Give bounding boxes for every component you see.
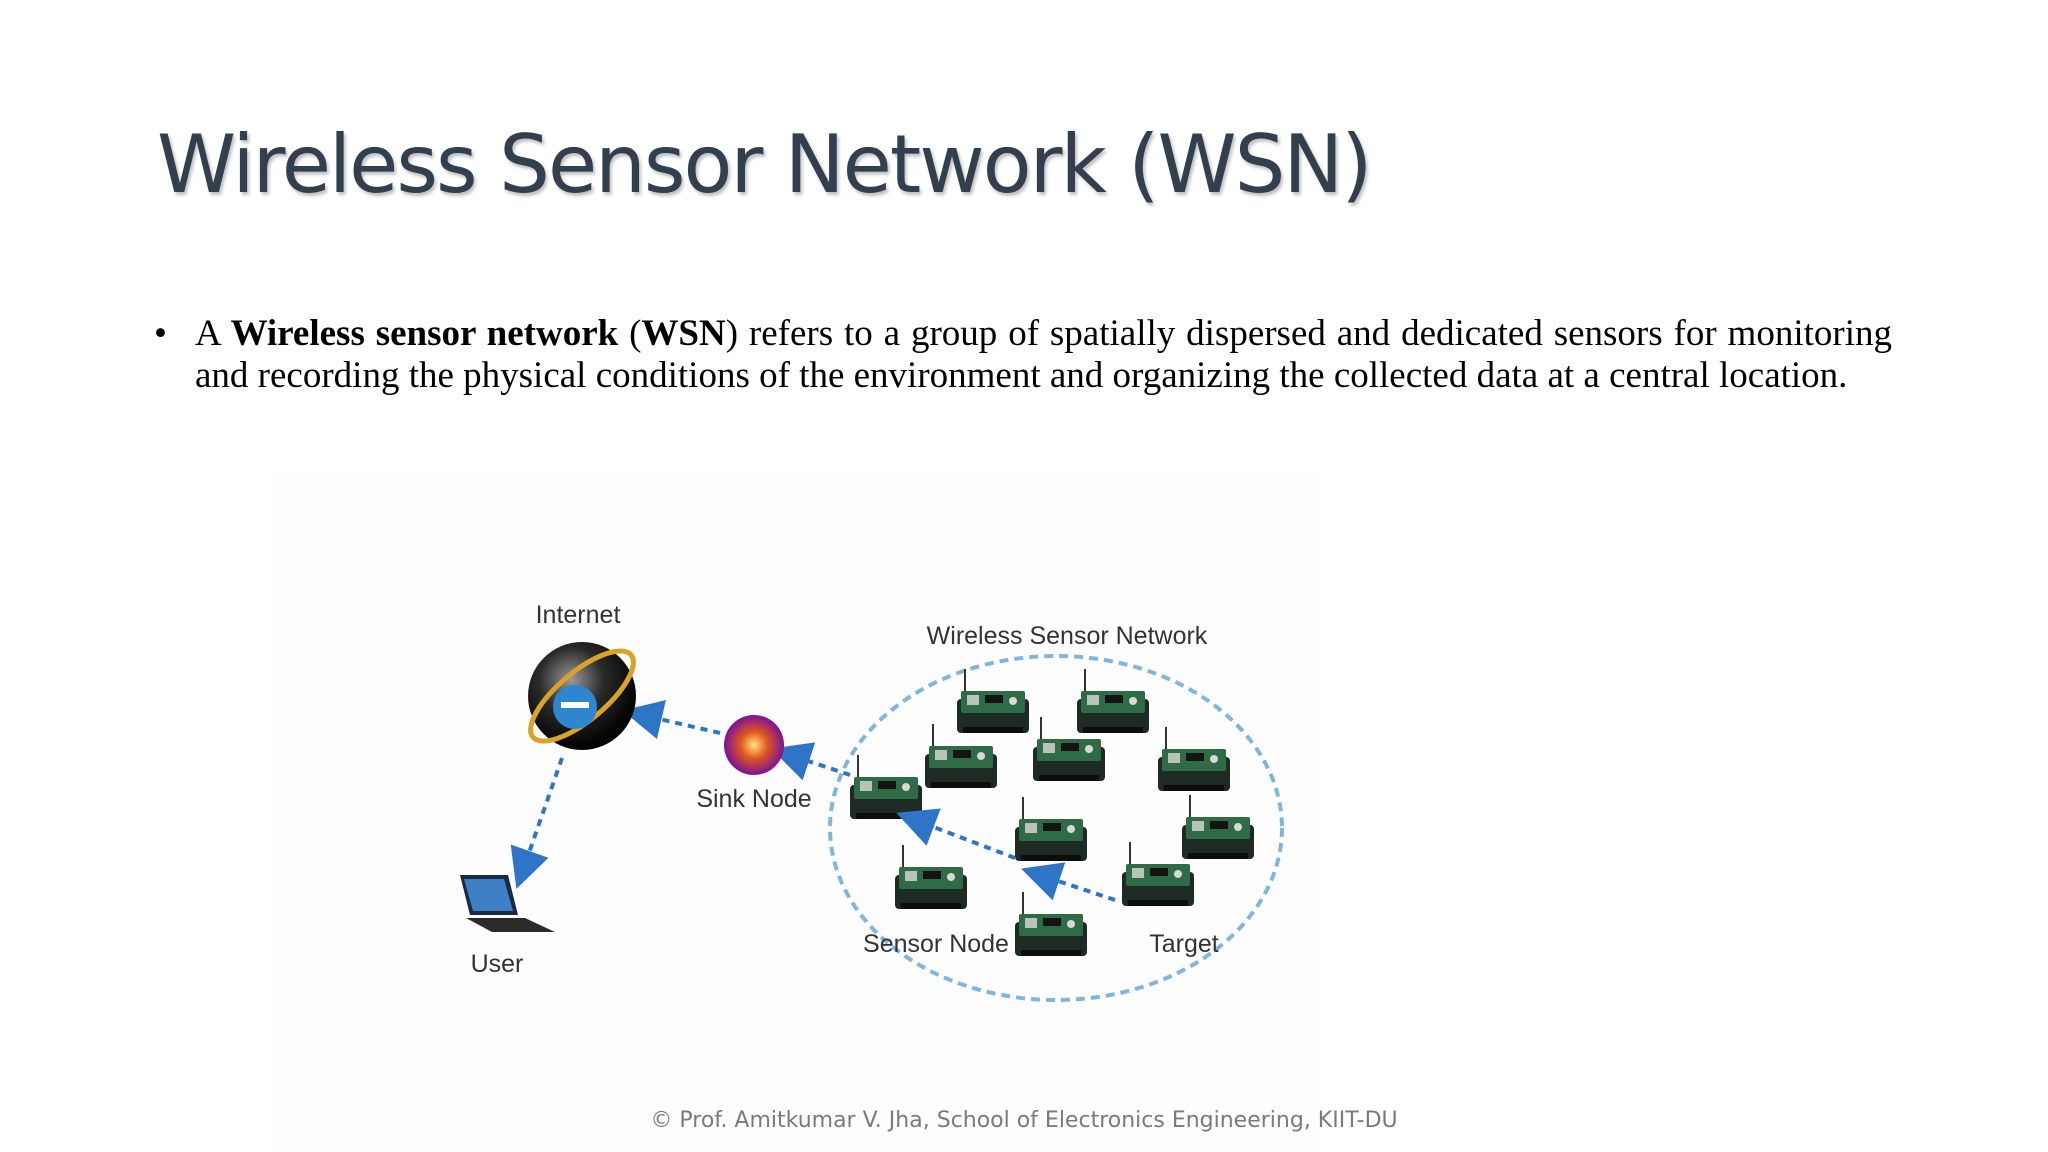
slide-title: Wireless Sensor Network (WSN) <box>157 118 1372 211</box>
data-flow-arrows <box>510 700 1116 902</box>
arrow-target-to-sensor <box>1021 862 1116 902</box>
label-wsn: Wireless Sensor Network <box>927 622 1208 650</box>
sensor-node <box>1076 668 1150 734</box>
sensor-node <box>1181 794 1255 860</box>
bullet-term: Wireless sensor network <box>230 313 619 354</box>
internet-globe-icon <box>528 642 636 750</box>
sensor-node <box>924 723 998 789</box>
sensor-node <box>894 844 968 910</box>
bullet-marker: • <box>154 313 167 354</box>
wsn-diagram-svg: Internet Sink Node User Wireless Sensor … <box>460 601 1284 1002</box>
sensor-node <box>849 754 923 820</box>
bullet-text: A Wireless sensor network (WSN) refers t… <box>195 313 1892 397</box>
sensor-node <box>1157 726 1231 792</box>
bullet-rest: ) refers to a group of spatially dispers… <box>195 313 1892 396</box>
arrow-cluster-to-sink <box>771 742 851 781</box>
arrow-sensor-to-cluster <box>896 808 1016 860</box>
arrow-internet-to-user <box>510 757 564 889</box>
bullet-lead: A <box>195 313 231 354</box>
sensor-node <box>956 668 1030 734</box>
label-internet: Internet <box>536 601 621 629</box>
label-target: Target <box>1149 930 1219 958</box>
user-laptop-icon <box>460 875 555 932</box>
sink-node-icon <box>724 715 784 775</box>
bullet-abbr: WSN <box>641 313 726 354</box>
arrow-sink-to-internet <box>622 700 721 739</box>
wsn-boundary <box>828 654 1284 1002</box>
sensor-node <box>1014 891 1088 957</box>
wsn-diagram: Internet Sink Node User Wireless Sensor … <box>270 470 1320 1150</box>
sensor-node <box>1014 796 1088 862</box>
label-user: User <box>471 950 524 978</box>
bullet-paragraph: • A Wireless sensor network (WSN) refers… <box>154 313 1892 397</box>
label-sink-node: Sink Node <box>696 785 811 813</box>
label-sensor-node: Sensor Node <box>863 930 1009 958</box>
footer-credit: © Prof. Amitkumar V. Jha, School of Elec… <box>650 1108 1398 1133</box>
sensor-nodes <box>849 668 1255 957</box>
bullet-paren: ( <box>618 313 642 354</box>
